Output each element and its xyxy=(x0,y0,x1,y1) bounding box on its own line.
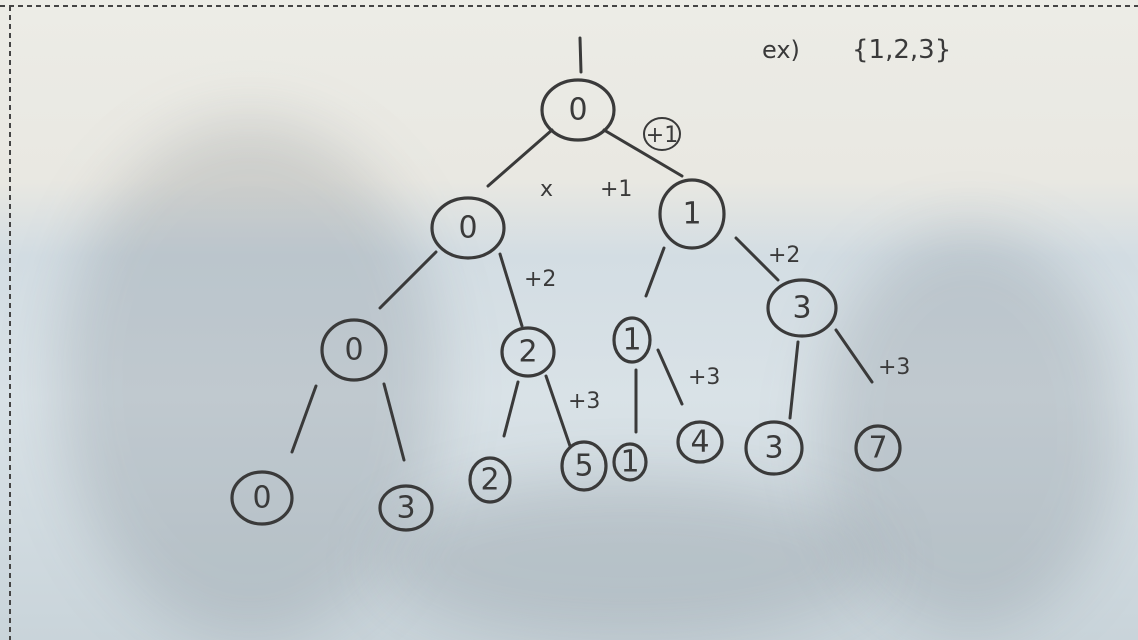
edge-l1left-l2a xyxy=(378,250,438,310)
tree-leaf-5: 1 xyxy=(612,442,648,482)
node-label: 0 xyxy=(458,211,477,246)
tree-leaf-6: 4 xyxy=(676,420,724,464)
shadow-bottom xyxy=(380,480,880,640)
tree-node-l2-a: 0 xyxy=(320,318,388,382)
edge-label-l2b-right: +3 xyxy=(568,389,600,414)
node-label: 3 xyxy=(764,431,783,466)
edge-l2d-leaf7 xyxy=(788,340,800,420)
edge-label-root-left-mark: x xyxy=(540,177,553,202)
edge-label-root-right-mark: +1 xyxy=(600,177,632,202)
node-label: 1 xyxy=(622,323,641,358)
shadow-right xyxy=(820,230,1120,630)
tree-node-l2-b: 2 xyxy=(500,326,556,378)
example-prefix: ex) xyxy=(762,36,800,64)
edge-label-l2d-right: +3 xyxy=(878,355,910,380)
tree-node-l1-right: 1 xyxy=(658,178,726,250)
edge-label-l1-right-right: +2 xyxy=(768,243,800,268)
edge-label-l1-left-right: +2 xyxy=(524,267,556,292)
shadow-left xyxy=(60,120,440,640)
node-label: 3 xyxy=(396,491,415,526)
tree-leaf-2: 3 xyxy=(378,484,434,532)
example-set: {1,2,3} xyxy=(852,35,951,65)
tree-node-l1-left: 0 xyxy=(430,196,506,260)
node-label: 0 xyxy=(568,93,587,128)
node-label: 5 xyxy=(574,449,593,484)
tree-leaf-1: 0 xyxy=(230,470,294,526)
edge-l2b-leaf4 xyxy=(544,374,572,448)
edge-l1right-l2d xyxy=(734,236,780,282)
node-label: 1 xyxy=(620,445,639,480)
edge-label-l2c-right: +3 xyxy=(688,365,720,390)
tree-leaf-7: 3 xyxy=(744,420,804,476)
node-label: 0 xyxy=(344,333,363,368)
tree-leaf-3: 2 xyxy=(468,456,512,504)
node-label: 1 xyxy=(682,197,701,232)
node-label: 2 xyxy=(518,335,537,370)
svg-text:+1: +1 xyxy=(646,123,678,148)
node-label: 0 xyxy=(252,481,271,516)
edge-root-l1left xyxy=(486,128,554,188)
edge-l2b-leaf3 xyxy=(502,380,520,438)
edge-l2c-leaf6 xyxy=(656,348,684,406)
tree-node-l2-c: 1 xyxy=(612,316,652,364)
edge-l2d-leaf8 xyxy=(834,328,874,384)
edge-l1left-l2b xyxy=(498,252,524,328)
edge-root-l1right xyxy=(602,128,684,178)
edge-l2a-leaf2 xyxy=(382,382,406,462)
tree-leaf-4: 5 xyxy=(560,440,608,492)
edge-label-root-right-circled: +1 xyxy=(643,117,681,151)
node-label: 3 xyxy=(792,291,811,326)
node-label: 2 xyxy=(480,463,499,498)
edge-l1right-l2c xyxy=(644,246,666,298)
tree-leaf-8: 7 xyxy=(854,424,902,472)
node-label: 4 xyxy=(690,425,709,460)
edge-l2a-leaf1 xyxy=(290,384,318,454)
tree-node-root: 0 xyxy=(540,78,616,142)
tree-node-l2-d: 3 xyxy=(766,278,838,338)
root-stem xyxy=(578,36,583,74)
node-label: 7 xyxy=(868,431,887,466)
